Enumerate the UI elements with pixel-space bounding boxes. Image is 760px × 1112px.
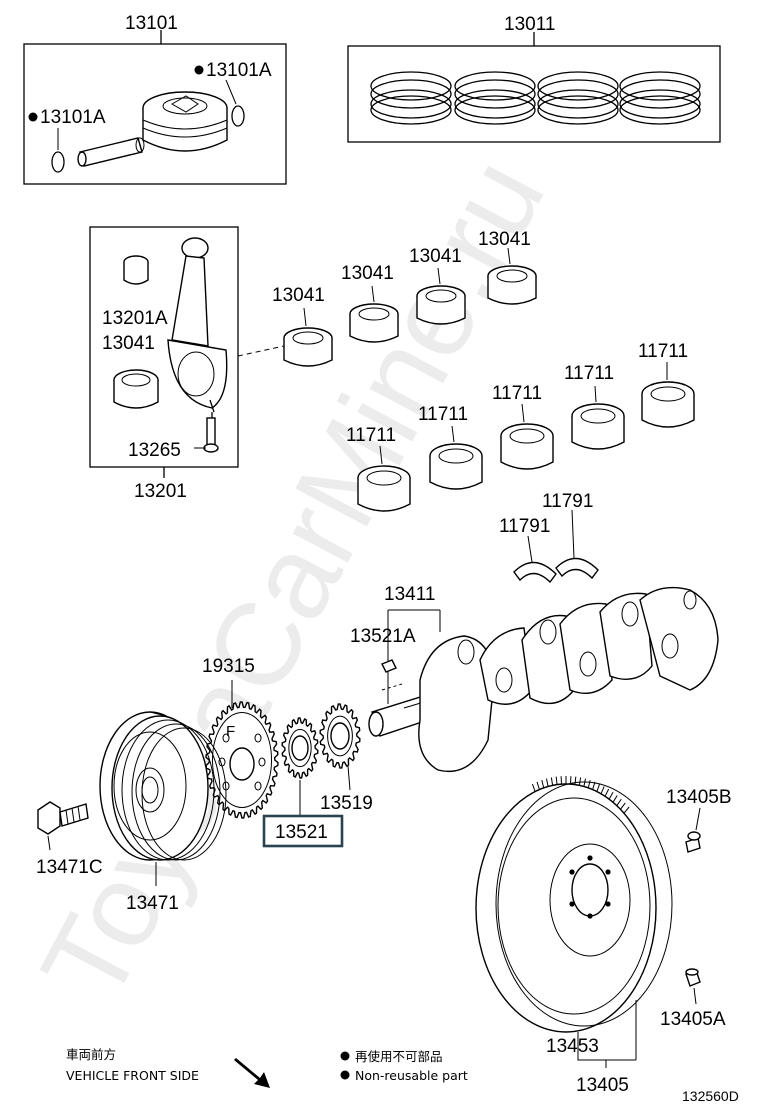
piston-ring-icon — [537, 71, 619, 125]
bushing-icon — [123, 255, 149, 285]
vehicle-front-en: VEHICLE FRONT SIDE — [66, 1068, 199, 1083]
crankshaft-13411[interactable] — [368, 586, 719, 772]
highlight-box — [262, 814, 344, 848]
connecting-rod-icon — [167, 237, 228, 450]
diagram-code: 132560D — [682, 1088, 739, 1104]
label-11711-b[interactable]: 11711 — [418, 404, 468, 425]
label-13265[interactable]: 13265 — [128, 440, 181, 461]
main-bearing-11711-e[interactable] — [641, 362, 695, 428]
rod-bearing-13041-d[interactable] — [487, 247, 537, 305]
label-13041-b[interactable]: 13041 — [341, 263, 394, 284]
pulley-bolt-13471C[interactable] — [37, 801, 89, 851]
nonreusable-dot-icon — [340, 1051, 350, 1061]
crank-pulley-13471[interactable] — [99, 711, 227, 886]
piston-pin-icon — [77, 137, 145, 167]
flywheel-13405[interactable] — [475, 776, 673, 1033]
nonreusable-dot-icon — [28, 112, 38, 122]
label-13471C[interactable]: 13471C — [36, 857, 103, 878]
gear-13519[interactable] — [319, 703, 361, 791]
label-13201[interactable]: 13201 — [134, 481, 187, 502]
dowel-pin-13405A[interactable] — [685, 968, 701, 1005]
piston-icon — [142, 91, 228, 152]
piston-ring-icon — [454, 71, 536, 125]
label-13011[interactable]: 13011 — [504, 14, 555, 35]
pulley-icon — [99, 711, 227, 861]
nonreusable-jp: 再使用不可部品 — [355, 1049, 443, 1064]
label-13201A[interactable]: 13201A — [102, 308, 168, 329]
label-13521A[interactable]: 13521A — [350, 626, 416, 647]
flywheel-bolt-13405B[interactable] — [685, 807, 701, 853]
rod-bearing-13041-c[interactable] — [416, 267, 466, 325]
label-11711-e[interactable]: 11711 — [638, 341, 688, 362]
label-13411[interactable]: 13411 — [384, 584, 435, 605]
main-bearing-11711-a[interactable] — [357, 445, 411, 512]
label-11791-b[interactable]: 11791 — [542, 491, 593, 512]
label-13453[interactable]: 13453 — [546, 1036, 599, 1057]
main-bearing-11711-d[interactable] — [571, 385, 625, 450]
label-13041-c[interactable]: 13041 — [409, 246, 462, 267]
main-bearing-11711-b[interactable] — [429, 425, 483, 490]
label-13041-d[interactable]: 13041 — [478, 229, 531, 250]
connecting-rod-box[interactable] — [89, 226, 239, 478]
key-13521A[interactable] — [381, 659, 403, 704]
main-bearing-11711-c[interactable] — [500, 403, 554, 470]
label-13519[interactable]: 13519 — [320, 793, 373, 814]
thrust-washer-11791-b[interactable] — [555, 509, 599, 580]
nonreusable-en: Non-reusable part — [355, 1068, 468, 1083]
snap-ring-left-icon — [51, 151, 65, 173]
label-13101A-left[interactable]: 13101A — [40, 107, 106, 128]
rod-bearing-13041-a[interactable] — [283, 307, 333, 367]
label-11791-a[interactable]: 11791 — [499, 516, 550, 537]
snap-ring-right-icon — [231, 105, 245, 127]
crankshaft-icon — [368, 586, 719, 772]
svg-text:F: F — [226, 723, 235, 740]
thrust-washer-11791-a[interactable] — [513, 535, 557, 584]
piston-assembly-box[interactable] — [23, 30, 287, 185]
vehicle-front-jp: 車両前方 — [66, 1047, 116, 1062]
label-11711-c[interactable]: 11711 — [492, 383, 542, 404]
flywheel-icon — [475, 776, 673, 1033]
rod-bearing-icon — [113, 369, 159, 409]
label-13405[interactable]: 13405 — [576, 1075, 629, 1096]
piston-ring-icon — [619, 71, 701, 125]
label-11711-d[interactable]: 11711 — [564, 363, 614, 384]
rod-bolt-icon — [203, 417, 219, 453]
label-13471[interactable]: 13471 — [126, 893, 179, 914]
label-13405A[interactable]: 13405A — [660, 1009, 726, 1030]
bolt-icon — [37, 801, 89, 835]
rod-bearing-13041-b[interactable] — [349, 285, 399, 343]
front-arrow-icon — [234, 1058, 270, 1088]
piston-ring-icon — [370, 71, 452, 125]
label-13521[interactable]: 13521 — [275, 822, 328, 843]
dashed-leader — [237, 345, 285, 357]
label-13405B[interactable]: 13405B — [666, 787, 732, 808]
nonreusable-dot-icon — [340, 1070, 350, 1080]
label-11711-a[interactable]: 11711 — [346, 425, 396, 446]
label-13101[interactable]: 13101 — [125, 13, 178, 34]
nonreusable-dot-icon — [194, 65, 204, 75]
label-13041-inbox[interactable]: 13041 — [102, 333, 155, 354]
sprocket-13521[interactable] — [281, 717, 319, 816]
timing-rotor-19315[interactable]: F — [205, 680, 279, 819]
label-13101A-right[interactable]: 13101A — [206, 60, 272, 81]
label-13041-a[interactable]: 13041 — [272, 285, 325, 306]
label-19315[interactable]: 19315 — [202, 656, 255, 677]
piston-ring-set-box[interactable] — [347, 32, 721, 143]
